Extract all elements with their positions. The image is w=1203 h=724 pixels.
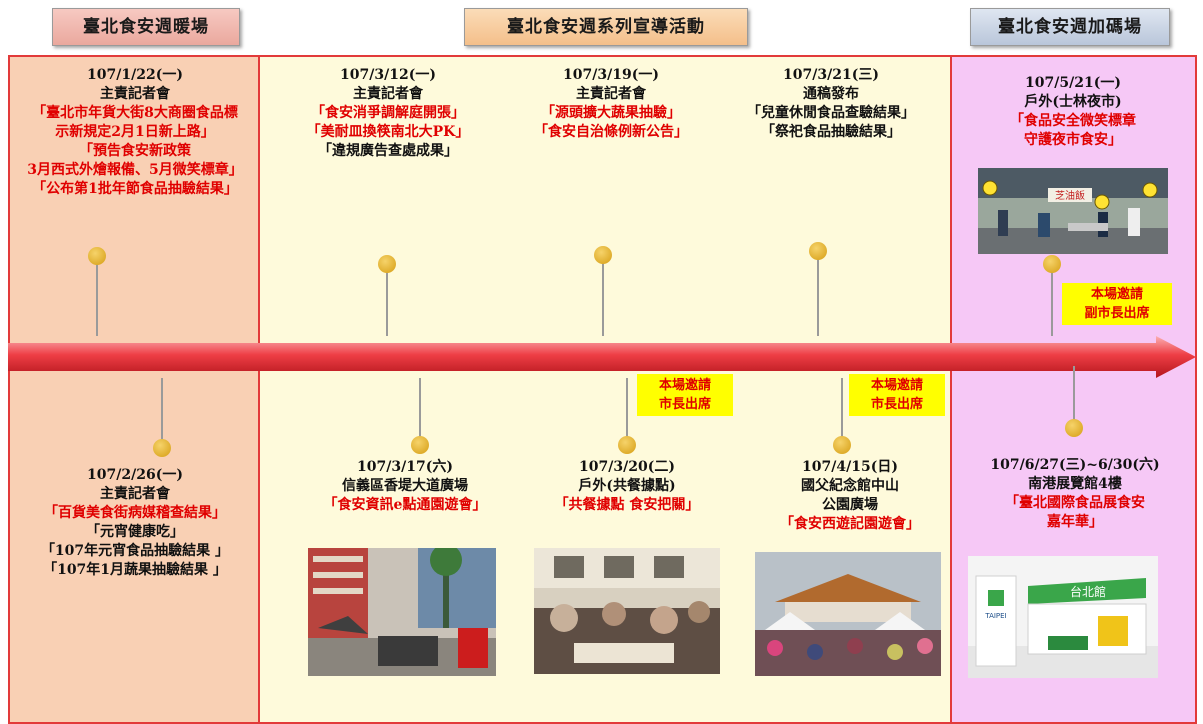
event-item: 「預告食安新政策: [79, 143, 191, 159]
connector-line: [419, 378, 421, 445]
connector-line: [626, 378, 628, 445]
vice-mayor-badge: 本場邀請 副市長出席: [1062, 283, 1172, 325]
event-item: 「食安消爭調解庭開張」: [311, 105, 465, 121]
event-item: 嘉年華」: [1047, 514, 1103, 530]
event-0122: 107/1/22(一) 主責記者會 「臺北市年貨大街8大商圈食品標 示新規定2月…: [12, 66, 258, 199]
event-type: 主責記者會: [576, 86, 646, 102]
timeline-dot: [153, 439, 171, 457]
timeline-dot: [411, 436, 429, 454]
header-warmup: 臺北食安週暖場: [52, 8, 240, 46]
connector-line: [817, 251, 819, 336]
event-date: 107/6/27(三)~6/30(六): [990, 457, 1160, 473]
timeline-dot: [833, 436, 851, 454]
event-item: 「107年元宵食品抽驗結果 」: [40, 543, 230, 559]
connector-line: [1051, 264, 1053, 336]
event-type: 戶外(共餐據點): [578, 478, 676, 494]
event-item: 「107年1月蔬果抽驗結果 」: [43, 562, 227, 578]
expo-booth-sign: 台北館: [1070, 584, 1106, 599]
timeline-dot: [1043, 255, 1061, 273]
event-item: 守護夜市食安」: [1024, 132, 1122, 148]
event-item: 「兒童休閒食品查驗結果」: [747, 105, 915, 121]
xinyi-plaza-photo: [308, 548, 496, 676]
event-item: 「百貨美食街病媒稽查結果」: [44, 505, 226, 521]
event-0226: 107/2/26(一) 主責記者會 「百貨美食街病媒稽查結果」 「元宵健康吃」 …: [12, 466, 258, 580]
event-type: 戶外(士林夜市): [1024, 94, 1122, 110]
connector-line: [1073, 366, 1075, 428]
event-item: 3月西式外燴報備、5月微笑標章」: [27, 162, 243, 178]
night-market-sign: 芝油飯: [1055, 189, 1085, 202]
event-0627: 107/6/27(三)~6/30(六) 南港展覽館4樓 「臺北國際食品展食安 嘉…: [954, 456, 1196, 532]
timeline-arrow: [8, 336, 1196, 378]
badge-line: 副市長出席: [1084, 306, 1150, 321]
event-date: 107/1/22(一): [87, 67, 183, 83]
event-0319: 107/3/19(一) 主責記者會 「源頭擴大蔬果抽驗」 「食安自治條例新公告」: [502, 66, 720, 142]
night-market-photo: 芝油飯: [978, 168, 1168, 254]
connector-line: [161, 378, 163, 448]
event-0320: 107/3/20(二) 戶外(共餐據點) 「共餐據點 食安把關」: [522, 458, 732, 515]
connector-line: [841, 378, 843, 445]
event-item: 「食安資訊e點通園遊會」: [323, 497, 487, 513]
expo-logo-text: TAIPEI: [984, 612, 1006, 620]
event-date: 107/3/12(一): [340, 67, 436, 83]
event-item: 「食安自治條例新公告」: [534, 124, 688, 140]
event-date: 107/3/19(一): [563, 67, 659, 83]
event-item: 「祭祀食品抽驗結果」: [761, 124, 901, 140]
event-date: 107/2/26(一): [87, 467, 183, 483]
event-item: 「臺北市年貨大街8大商圈食品標: [32, 105, 238, 121]
badge-line: 本場邀請: [658, 378, 711, 393]
event-date: 107/3/20(二): [579, 459, 675, 475]
timeline-dot: [618, 436, 636, 454]
event-type: 公園廣場: [822, 497, 878, 513]
timeline-dot: [1065, 419, 1083, 437]
event-item: 「食安西遊記園遊會」: [780, 516, 920, 532]
event-0317: 107/3/17(六) 信義區香堤大道廣場 「食安資訊e點通園遊會」: [290, 458, 520, 515]
header-series: 臺北食安週系列宣導活動: [464, 8, 748, 46]
memorial-hall-photo: [755, 552, 941, 676]
event-type: 主責記者會: [100, 486, 170, 502]
timeline-dot: [378, 255, 396, 273]
timeline-dot: [594, 246, 612, 264]
event-item: 「美耐皿換筷南北大PK」: [306, 124, 470, 140]
badge-line: 本場邀請: [1090, 287, 1143, 302]
timeline-dot: [809, 242, 827, 260]
event-type: 國父紀念館中山: [801, 478, 899, 494]
event-item: 「食品安全微笑標章: [1010, 113, 1136, 129]
event-type: 通稿發布: [803, 86, 859, 102]
event-item: 「共餐據點 食安把關」: [554, 497, 700, 513]
badge-line: 市長出席: [658, 397, 711, 412]
badge-line: 本場邀請: [870, 378, 923, 393]
event-type: 主責記者會: [100, 86, 170, 102]
connector-line: [386, 264, 388, 336]
event-0312: 107/3/12(一) 主責記者會 「食安消爭調解庭開張」 「美耐皿換筷南北大P…: [272, 66, 504, 161]
event-0415: 107/4/15(日) 國父紀念館中山 公園廣場 「食安西遊記園遊會」: [752, 458, 948, 534]
event-0321: 107/3/21(三) 通稿發布 「兒童休閒食品查驗結果」 「祭祀食品抽驗結果」: [716, 66, 946, 142]
event-type: 信義區香堤大道廣場: [342, 478, 468, 494]
event-date: 107/4/15(日): [802, 459, 898, 475]
event-item: 「公布第1批年節食品抽驗結果」: [32, 181, 238, 197]
connector-line: [96, 256, 98, 336]
event-date: 107/3/21(三): [783, 67, 879, 83]
food-expo-photo: TAIPEI 台北館: [968, 556, 1158, 678]
event-item: 「源頭擴大蔬果抽驗」: [541, 105, 681, 121]
event-item: 示新規定2月1日新上路」: [55, 124, 215, 140]
event-0521: 107/5/21(一) 戶外(士林夜市) 「食品安全微笑標章 守護夜市食安」: [954, 74, 1192, 150]
event-type: 南港展覽館4樓: [1028, 476, 1122, 492]
event-date: 107/5/21(一): [1025, 75, 1121, 91]
badge-line: 市長出席: [870, 397, 923, 412]
timeline-dot: [88, 247, 106, 265]
event-type: 主責記者會: [353, 86, 423, 102]
mayor-badge-0320: 本場邀請 市長出席: [637, 374, 733, 416]
event-item: 「元宵健康吃」: [86, 524, 184, 540]
event-item: 「臺北國際食品展食安: [1005, 495, 1145, 511]
warmup-panel: [8, 55, 260, 724]
event-date: 107/3/17(六): [357, 459, 453, 475]
community-dining-photo: [534, 548, 720, 674]
event-item: 「違規廣告查處成果」: [318, 143, 458, 159]
mayor-badge-0415: 本場邀請 市長出席: [849, 374, 945, 416]
header-bonus: 臺北食安週加碼場: [970, 8, 1170, 46]
connector-line: [602, 255, 604, 336]
